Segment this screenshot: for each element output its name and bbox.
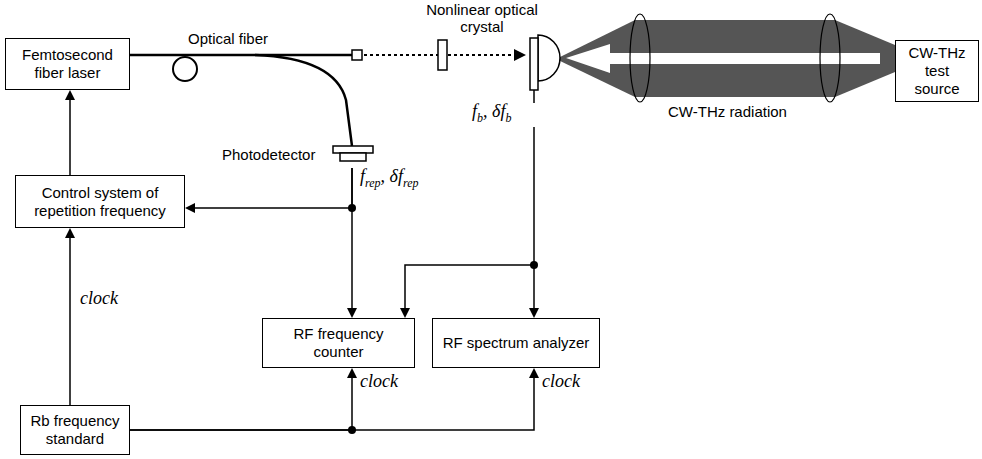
photodetector-symbol (333, 146, 373, 153)
junction-dot (530, 261, 538, 269)
signal-name: frep, δfrep (358, 168, 452, 192)
signal-connector (130, 368, 539, 430)
signal-connector (130, 368, 357, 430)
nonlinear-crystal (438, 40, 447, 70)
node-text: Rb frequency standard (26, 412, 124, 448)
node-text: RF frequency counter (268, 325, 409, 361)
signal-connector (65, 90, 75, 175)
beam-focus (514, 49, 526, 61)
arrowhead (529, 308, 539, 318)
clock-label: clock (358, 373, 400, 390)
arrowhead (400, 308, 410, 318)
node-text: Control system of repetition frequency (21, 184, 179, 220)
part-label: Optical fiber (188, 30, 298, 47)
analyzer-box: RF spectrum analyzer (432, 318, 600, 368)
signal-connector (347, 168, 357, 318)
control-box: Control system of repetition frequency (15, 175, 185, 228)
beam-waist-ring (630, 14, 650, 102)
signal-wire (405, 265, 534, 310)
beam-direction-arrow (566, 44, 880, 73)
optical-fiber (130, 54, 352, 57)
standard-box: Rb frequency standard (20, 405, 130, 455)
laser-box: Femtosecond fiber laser (5, 38, 130, 90)
clock-label: clock (540, 373, 582, 390)
clock-label: clock (78, 290, 120, 307)
node-text: Photodetector (222, 146, 315, 164)
part-label: Nonlinear optical crystal (412, 1, 552, 35)
silicon-lens (538, 35, 560, 81)
signal-connector (65, 228, 75, 405)
counter-box: RF frequency counter (262, 318, 415, 368)
node-text: CW-THz test source (901, 44, 973, 98)
part-label: CW-THz radiation (668, 103, 818, 120)
signal-name: fb, δfb (470, 103, 536, 127)
thz-beam (558, 20, 895, 97)
node-text: RF spectrum analyzer (443, 334, 590, 352)
fiber-branch (255, 55, 352, 146)
fiber-coil (173, 57, 197, 81)
photodetector-label: Photodetector (222, 142, 330, 168)
source-box: CW-THz test source (895, 40, 979, 102)
fiber-connector (352, 50, 362, 60)
photodetector-base (340, 153, 366, 161)
beam-waist-ring (820, 14, 840, 102)
node-text: Femtosecond fiber laser (11, 46, 124, 82)
thz-detector (530, 38, 538, 90)
signal-connector (185, 168, 352, 213)
